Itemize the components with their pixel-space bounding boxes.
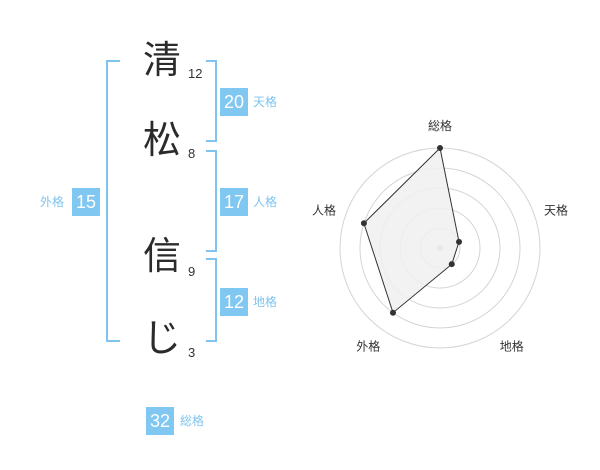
radar-data-area xyxy=(363,146,460,314)
jinkaku-label: 人格 xyxy=(253,195,278,209)
tenkaku-score: 20 xyxy=(220,88,248,116)
radar-axis-label-5: 人格 xyxy=(312,202,336,217)
name-char-4: じ xyxy=(142,316,181,360)
name-char-2: 松 xyxy=(142,118,181,162)
radar-point-3 xyxy=(448,261,455,268)
gaikaku-label: 外格 xyxy=(40,195,65,209)
stroke-count-1: 12 xyxy=(188,66,203,81)
name-char-1: 清 xyxy=(142,38,181,82)
tenkaku-label: 天格 xyxy=(253,95,278,109)
tenkaku-bracket xyxy=(206,60,217,142)
gaikaku-bracket xyxy=(106,60,120,342)
chikaku-score: 12 xyxy=(220,288,248,316)
chikaku-label: 地格 xyxy=(253,295,278,309)
soukaku-label: 総格 xyxy=(180,414,205,428)
jinkaku-score: 17 xyxy=(220,188,248,216)
radar-point-2 xyxy=(456,238,463,245)
radar-point-4 xyxy=(389,309,396,316)
radar-axis-label-1: 総格 xyxy=(428,118,452,133)
gaikaku-score: 15 xyxy=(72,188,100,216)
stroke-count-2: 8 xyxy=(188,146,196,161)
radar-axis-label-4: 外格 xyxy=(356,339,380,354)
name-char-3: 信 xyxy=(142,234,181,278)
soukaku-score: 32 xyxy=(146,407,174,435)
stroke-count-3: 9 xyxy=(188,264,196,279)
radar-point-5 xyxy=(360,220,367,227)
chikaku-bracket xyxy=(206,258,217,342)
stroke-count-4: 3 xyxy=(188,345,196,360)
radar-axis-label-3: 地格 xyxy=(500,339,524,354)
radar-point-1 xyxy=(437,145,443,151)
jinkaku-bracket xyxy=(206,150,217,252)
radar-axis-label-2: 天格 xyxy=(544,202,568,217)
